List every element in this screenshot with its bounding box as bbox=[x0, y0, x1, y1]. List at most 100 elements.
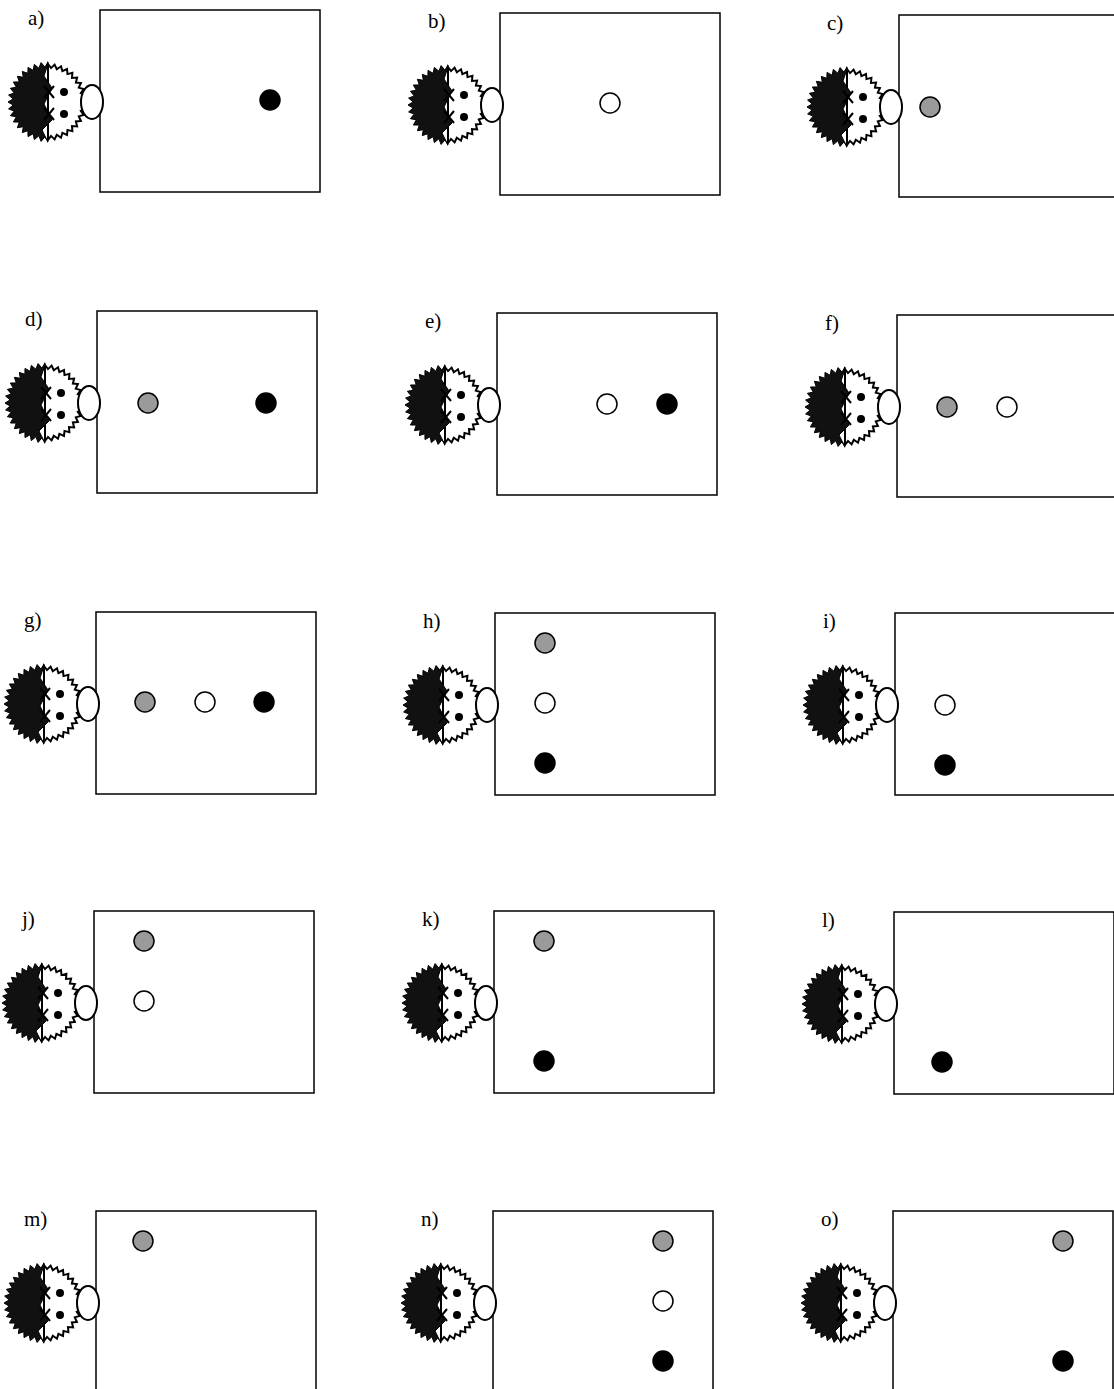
white-dot bbox=[134, 991, 154, 1011]
fur bbox=[803, 665, 847, 745]
eye-mark bbox=[843, 113, 853, 125]
eye-mark bbox=[439, 711, 449, 723]
arena-box bbox=[493, 1211, 713, 1389]
eye-mark bbox=[44, 108, 54, 120]
eye-mark bbox=[837, 1309, 847, 1321]
fur bbox=[5, 363, 49, 443]
arena-box bbox=[899, 15, 1114, 197]
eye-mark bbox=[40, 710, 50, 722]
monkey-head bbox=[2, 963, 97, 1043]
panel-label: m) bbox=[24, 1209, 47, 1230]
eye-mark bbox=[44, 86, 54, 98]
eye-dot bbox=[460, 113, 468, 121]
monkey-head bbox=[401, 1263, 496, 1343]
eye-dot bbox=[56, 1289, 64, 1297]
grey-dot bbox=[920, 97, 940, 117]
eye-dot bbox=[857, 393, 865, 401]
ear bbox=[481, 88, 503, 122]
monkey-head bbox=[5, 363, 100, 443]
arena-box bbox=[897, 315, 1114, 497]
monkey-head bbox=[405, 365, 500, 445]
arena-box bbox=[495, 613, 715, 795]
panel-label: j) bbox=[22, 909, 35, 930]
eye-mark bbox=[441, 411, 451, 423]
arena-box bbox=[893, 1211, 1113, 1389]
eye-dot bbox=[455, 713, 463, 721]
eye-dot bbox=[457, 391, 465, 399]
arena-box bbox=[100, 10, 320, 192]
eye-mark bbox=[437, 1287, 447, 1299]
eye-mark bbox=[841, 413, 851, 425]
eye-dot bbox=[57, 389, 65, 397]
eye-mark bbox=[438, 987, 448, 999]
ear bbox=[77, 1286, 99, 1320]
eye-dot bbox=[54, 1011, 62, 1019]
panel-label: k) bbox=[422, 909, 440, 930]
grey-dot bbox=[133, 1231, 153, 1251]
eye-mark bbox=[838, 1010, 848, 1022]
fur bbox=[4, 664, 48, 744]
eye-mark bbox=[444, 89, 454, 101]
monkey-head bbox=[4, 664, 99, 744]
eye-dot bbox=[855, 691, 863, 699]
panel-label: l) bbox=[822, 910, 835, 931]
white-dot bbox=[535, 693, 555, 713]
fur bbox=[8, 62, 52, 142]
eye-mark bbox=[437, 1309, 447, 1321]
fur bbox=[405, 365, 449, 445]
eye-dot bbox=[454, 989, 462, 997]
eye-mark bbox=[41, 387, 51, 399]
arena-box bbox=[895, 613, 1114, 795]
white-dot bbox=[195, 692, 215, 712]
panel-label: c) bbox=[827, 13, 843, 34]
eye-mark bbox=[444, 111, 454, 123]
black-dot bbox=[534, 1051, 554, 1071]
grey-dot bbox=[534, 931, 554, 951]
fur bbox=[408, 65, 452, 145]
eye-dot bbox=[853, 1311, 861, 1319]
monkey-head bbox=[408, 65, 503, 145]
fur bbox=[401, 1263, 445, 1343]
black-dot bbox=[653, 1351, 673, 1371]
ear bbox=[474, 1286, 496, 1320]
eye-dot bbox=[454, 1011, 462, 1019]
panel-label: e) bbox=[425, 311, 441, 332]
eye-dot bbox=[60, 88, 68, 96]
ear bbox=[878, 390, 900, 424]
eye-mark bbox=[839, 689, 849, 701]
eye-dot bbox=[854, 1012, 862, 1020]
panel-label: g) bbox=[24, 610, 42, 631]
white-dot bbox=[997, 397, 1017, 417]
arena-box bbox=[500, 13, 720, 195]
ear bbox=[880, 90, 902, 124]
fur bbox=[4, 1263, 48, 1343]
monkey-head bbox=[805, 367, 900, 447]
arena-box bbox=[494, 911, 714, 1093]
black-dot bbox=[256, 393, 276, 413]
eye-mark bbox=[838, 988, 848, 1000]
arena-box bbox=[96, 1211, 316, 1389]
ear bbox=[75, 986, 97, 1020]
panel-label: d) bbox=[25, 309, 43, 330]
ear bbox=[874, 1286, 896, 1320]
eye-mark bbox=[839, 711, 849, 723]
ear bbox=[875, 987, 897, 1021]
eye-dot bbox=[54, 989, 62, 997]
ear bbox=[478, 388, 500, 422]
fur bbox=[802, 964, 846, 1044]
arena-box bbox=[894, 912, 1114, 1094]
monkey-head bbox=[402, 963, 497, 1043]
ear bbox=[81, 85, 103, 119]
white-dot bbox=[935, 695, 955, 715]
ear bbox=[78, 386, 100, 420]
eye-dot bbox=[854, 990, 862, 998]
white-dot bbox=[653, 1291, 673, 1311]
black-dot bbox=[1053, 1351, 1073, 1371]
eye-dot bbox=[56, 712, 64, 720]
fur bbox=[805, 367, 849, 447]
eye-mark bbox=[841, 391, 851, 403]
monkey-head bbox=[403, 665, 498, 745]
eye-mark bbox=[837, 1287, 847, 1299]
grey-dot bbox=[138, 393, 158, 413]
eye-dot bbox=[853, 1289, 861, 1297]
